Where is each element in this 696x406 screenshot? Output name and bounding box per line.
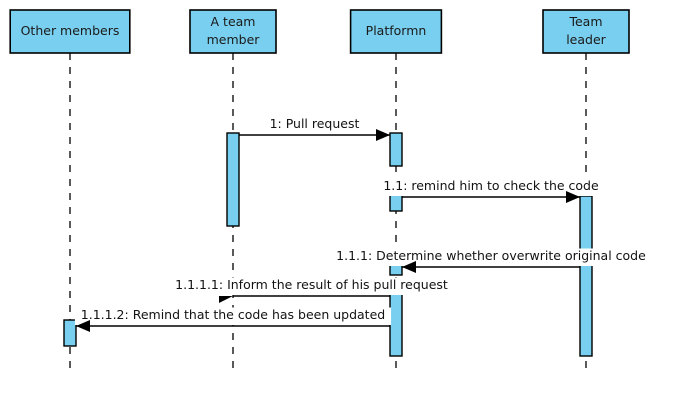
activation-bar-leader — [579, 195, 593, 357]
message-label-backdrop — [262, 116, 367, 134]
message-1[interactable]: 1: Pull request — [239, 116, 390, 141]
message-label: 1.1.1.1: Inform the result of his pull r… — [175, 277, 448, 292]
arrowhead-solid — [76, 320, 90, 332]
participant-head-platform[interactable]: Platformn — [349, 9, 443, 54]
message-label-backdrop — [74, 307, 392, 325]
participant-box-other — [9, 9, 131, 54]
participant-label-member: A team — [211, 14, 256, 29]
participant-box-platform — [349, 9, 443, 54]
message-1-1-1[interactable]: 1.1.1: Determine whether overwrite origi… — [323, 248, 659, 273]
message-label-backdrop — [157, 277, 466, 295]
activation-bar-platform — [389, 132, 403, 167]
message-1-1-1-2[interactable]: 1.1.1.2: Remind that the code has been u… — [74, 307, 392, 332]
activation-bar-member — [226, 132, 240, 227]
participant-label-leader: leader — [566, 32, 606, 47]
message-label: 1: Pull request — [270, 116, 360, 131]
participant-label-member: member — [207, 32, 261, 47]
message-label: 1.1.1: Determine whether overwrite origi… — [336, 248, 646, 263]
message-label-backdrop — [376, 178, 606, 196]
message-label: 1.1.1.2: Remind that the code has been u… — [81, 307, 385, 322]
arrowhead-solid — [566, 191, 580, 203]
participant-heads-layer: Other members A team member Platformn Team le… — [9, 9, 630, 54]
arrowhead-half-open — [219, 296, 233, 303]
participant-head-leader[interactable]: Team leader — [542, 9, 630, 54]
arrowhead-solid — [376, 129, 390, 141]
message-1-1[interactable]: 1.1: remind him to check the code — [376, 178, 606, 203]
message-1-1-1-1[interactable]: 1.1.1.1: Inform the result of his pull r… — [157, 277, 466, 303]
messages-layer: 1: Pull request 1.1: remind him to check … — [74, 116, 659, 332]
activation-bar-other — [63, 319, 77, 347]
participant-head-other[interactable]: Other members — [9, 9, 131, 54]
participant-label-other: Other members — [21, 23, 120, 38]
participant-label-leader: Team — [568, 14, 602, 29]
participant-head-member[interactable]: A team member — [189, 9, 277, 54]
message-label: 1.1: remind him to check the code — [383, 178, 599, 193]
participant-label-platform: Platformn — [366, 23, 427, 38]
participant-box-leader — [542, 9, 630, 54]
arrowhead-solid — [402, 261, 416, 273]
message-label-backdrop — [323, 248, 659, 266]
activation-bar-platform — [389, 288, 403, 357]
participant-box-member — [189, 9, 277, 54]
